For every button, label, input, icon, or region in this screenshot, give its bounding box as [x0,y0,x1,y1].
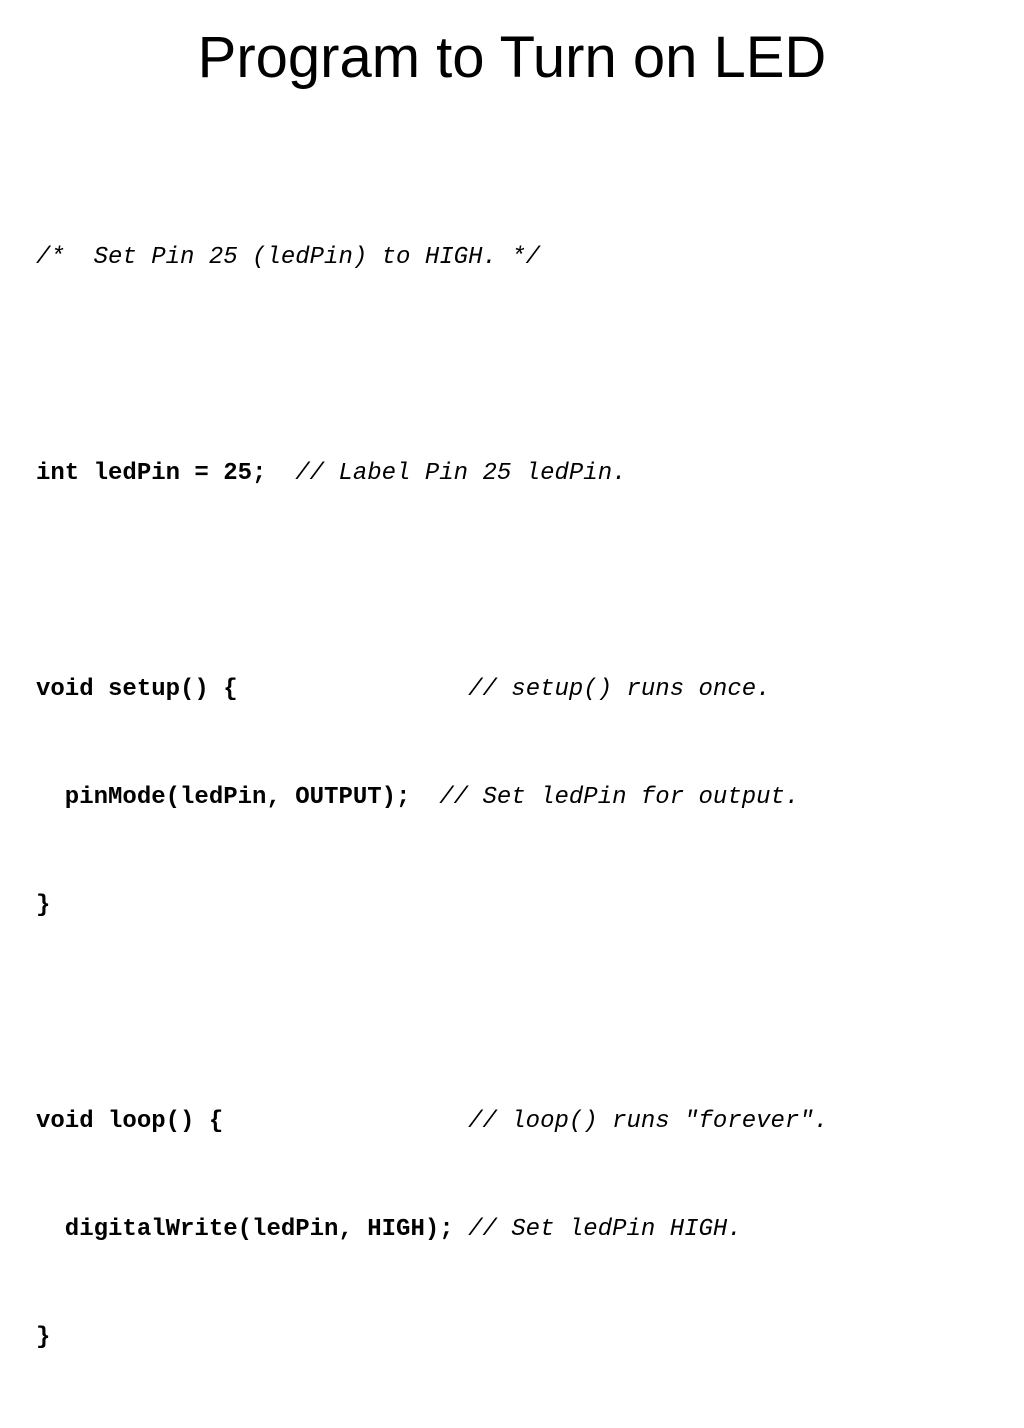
code-line: } [36,888,1006,924]
code-line: void setup() { // setup() runs once. [36,672,1006,708]
code-text: int ledPin = 25; [36,460,267,487]
code-text: pinMode(ledPin, OUTPUT); [36,784,411,811]
code-line: int ledPin = 25; // Label Pin 25 ledPin. [36,456,1006,492]
code-line: void loop() { // loop() runs "forever". [36,1104,1006,1140]
code-line [36,348,1006,384]
code-text: } [36,892,51,919]
code-line: /* Set Pin 25 (ledPin) to HIGH. */ [36,240,1006,276]
code-line: pinMode(ledPin, OUTPUT); // Set ledPin f… [36,780,1006,816]
code-line [36,564,1006,600]
code-line: } [36,1320,1006,1356]
code-comment: // setup() runs once. [237,676,771,703]
code-text: digitalWrite(ledPin, HIGH); [36,1216,454,1243]
code-line: digitalWrite(ledPin, HIGH); // Set ledPi… [36,1212,1006,1248]
slide-title: Program to Turn on LED [197,25,827,90]
code-comment: // Set ledPin for output. [410,784,800,811]
code-comment: /* Set Pin 25 (ledPin) to HIGH. */ [36,244,541,271]
code-text: void loop() { [36,1108,224,1135]
code-text: void setup() { [36,676,238,703]
slide: Program to Turn on LED /* Set Pin 25 (le… [36,25,829,1351]
code-block: /* Set Pin 25 (ledPin) to HIGH. */ int l… [36,168,1006,1428]
code-text: } [36,1324,51,1351]
code-comment: // Set ledPin HIGH. [453,1216,742,1243]
code-line [36,996,1006,1032]
code-comment: // loop() runs "forever". [223,1108,829,1135]
code-comment: // Label Pin 25 ledPin. [266,460,627,487]
